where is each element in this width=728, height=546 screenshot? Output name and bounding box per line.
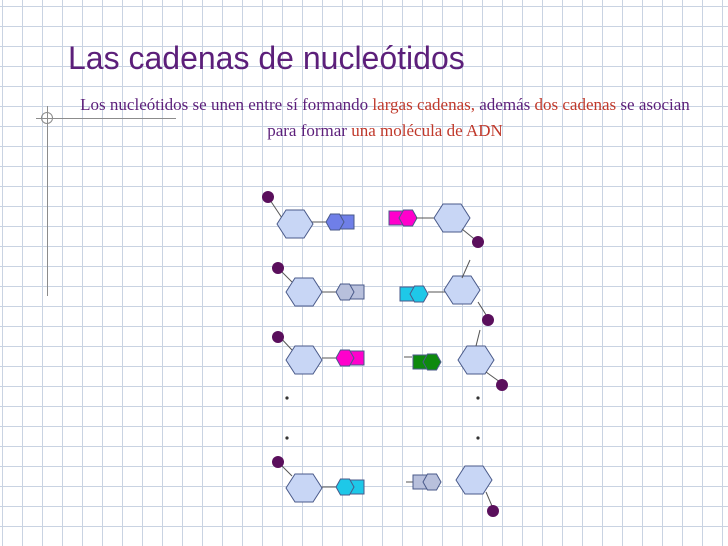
sugar-pentagon xyxy=(433,203,471,233)
backbone-bond xyxy=(485,491,493,507)
phosphate-circle xyxy=(272,262,284,274)
sugar-pentagon xyxy=(276,209,314,239)
slide-title: Las cadenas de nucleótidos xyxy=(68,40,465,76)
phosphate-circle xyxy=(272,456,284,468)
phosphate-circle xyxy=(472,236,484,248)
phosphate-circle xyxy=(272,331,284,343)
highlight-largas-cadenas: largas cadenas, xyxy=(372,95,476,114)
phosphate-circle xyxy=(487,505,499,517)
highlight-molecula-adn: una molécula de ADN xyxy=(351,121,503,140)
nitrogenous-base xyxy=(398,209,418,227)
sugar-pentagon xyxy=(285,277,323,307)
backbone-bond xyxy=(475,329,481,347)
nitrogenous-base xyxy=(409,285,429,303)
phosphate-circle xyxy=(262,191,274,203)
slide-body-text: Los nucleótidos se unen entre sí formand… xyxy=(80,92,690,144)
backbone-bond xyxy=(461,259,471,279)
phosphate-circle xyxy=(496,379,508,391)
sugar-pentagon xyxy=(285,473,323,503)
nitrogenous-base xyxy=(325,213,345,231)
continuation-dot xyxy=(476,436,480,440)
sugar-pentagon xyxy=(457,345,495,375)
body-text-part-1: Los nucleótidos se unen entre sí formand… xyxy=(80,95,373,114)
highlight-dos-cadenas: dos cadenas xyxy=(534,95,617,114)
decorative-rule-horizontal xyxy=(36,118,176,119)
nitrogenous-base xyxy=(335,283,355,301)
body-text-part-3: se asocian para formar xyxy=(267,95,690,140)
body-text-part-2: además xyxy=(475,95,535,114)
sugar-pentagon xyxy=(285,345,323,375)
continuation-dot xyxy=(476,396,480,400)
decorative-rule-circle xyxy=(41,112,53,124)
continuation-dot xyxy=(285,436,289,440)
nitrogenous-base xyxy=(335,349,355,367)
sugar-pentagon xyxy=(455,465,493,495)
backbone-bond xyxy=(485,371,501,383)
nitrogenous-base xyxy=(422,473,442,491)
decorative-rule-vertical xyxy=(47,106,48,296)
continuation-dot xyxy=(285,396,289,400)
nitrogenous-base xyxy=(335,478,355,496)
sugar-pentagon xyxy=(443,275,481,305)
phosphate-circle xyxy=(482,314,494,326)
nitrogenous-base xyxy=(422,353,442,371)
